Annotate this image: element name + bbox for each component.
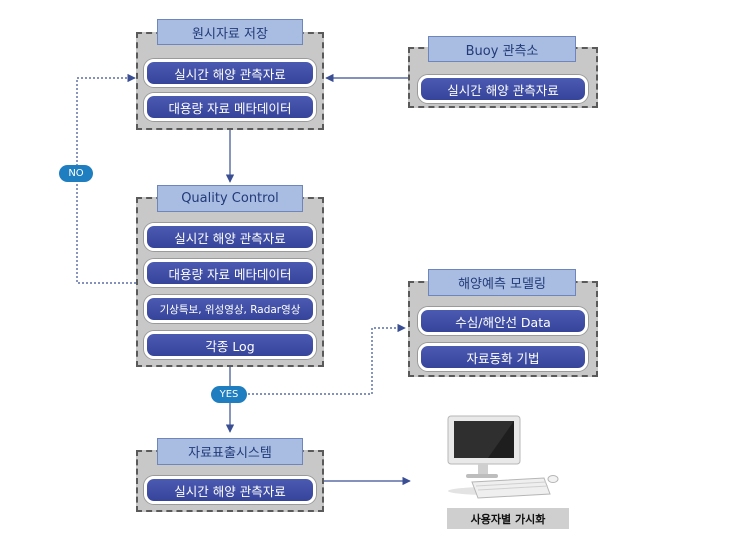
buoy-title: Buoy 관측소 xyxy=(428,36,576,62)
modeling-item-bathymetry: 수심/해안선 Data xyxy=(418,307,588,335)
qc-item-realtime: 실시간 해양 관측자료 xyxy=(144,223,316,251)
quality-control-title: Quality Control xyxy=(157,185,303,212)
modeling-title: 해양예측 모델링 xyxy=(428,269,576,296)
yes-label: YES xyxy=(211,386,247,403)
raw-storage-title: 원시자료 저장 xyxy=(157,19,303,45)
qc-item-metadata: 대용량 자료 메타데이터 xyxy=(144,259,316,287)
buoy-item-realtime: 실시간 해양 관측자료 xyxy=(418,75,588,103)
raw-storage-item-realtime: 실시간 해양 관측자료 xyxy=(144,59,316,87)
user-visualization-caption: 사용자별 가시화 xyxy=(447,508,569,529)
output-item-realtime: 실시간 해양 관측자료 xyxy=(144,476,316,504)
output-system-title: 자료표출시스템 xyxy=(157,438,303,465)
modeling-item-assimilation: 자료동화 기법 xyxy=(418,343,588,371)
qc-item-weather-satellite-radar: 기상특보, 위성영상, Radar영상 xyxy=(144,295,316,323)
no-label: NO xyxy=(59,165,93,182)
computer-icon xyxy=(447,415,559,499)
qc-item-log: 각종 Log xyxy=(144,331,316,359)
arrow-yes-to-modeling xyxy=(244,323,406,395)
raw-storage-item-metadata: 대용량 자료 메타데이터 xyxy=(144,93,316,121)
